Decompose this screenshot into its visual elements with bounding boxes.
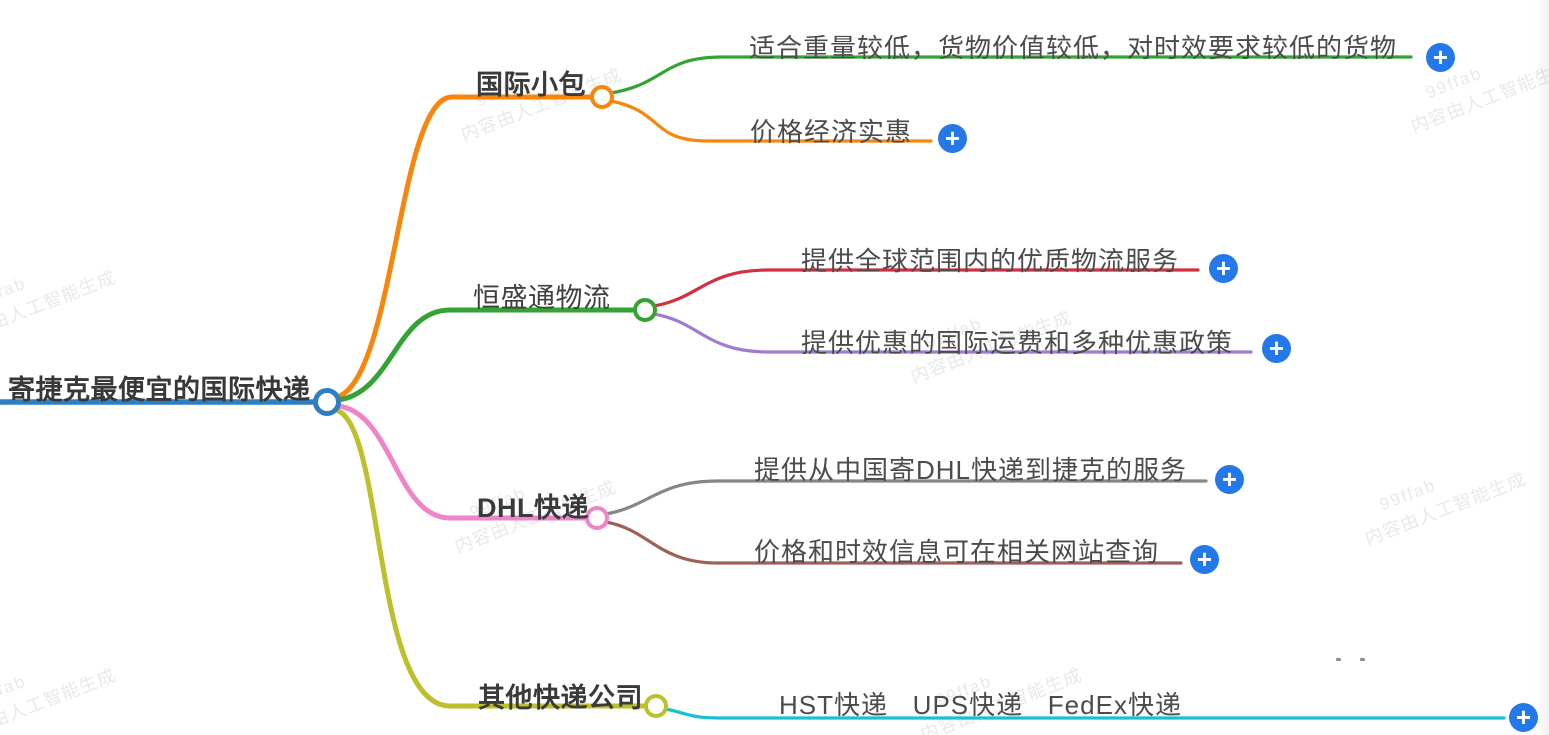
edge-branch-intl-small-packet [334, 94, 594, 400]
branch-handle-intl-small-packet[interactable] [590, 85, 614, 109]
plus-icon: + [1515, 701, 1532, 732]
branch-label-dhl[interactable]: DHL快递 [477, 493, 589, 523]
branch-handle-dhl[interactable] [585, 506, 609, 530]
note-price-time-info[interactable]: 价格和时效信息可在相关网站查询 [754, 537, 1160, 567]
add-child-button[interactable]: + [1426, 43, 1455, 72]
note-global-service[interactable]: 提供全球范围内的优质物流服务 [801, 246, 1180, 276]
note-other-courier-list[interactable]: HST快递 UPS快递 FedEx快递 [779, 690, 1182, 720]
edge-note-china-to-czech [604, 479, 1208, 516]
add-child-button[interactable]: + [1262, 334, 1291, 363]
edge-note-economical-price [609, 99, 933, 143]
edge-note-global-service [652, 268, 1200, 308]
root-node-handle[interactable] [313, 388, 341, 416]
edge-note-other-courier-list [664, 707, 1506, 720]
note-economical-price[interactable]: 价格经济实惠 [750, 117, 913, 147]
branch-handle-hengshengtong[interactable] [633, 298, 657, 322]
note-china-to-czech[interactable]: 提供从中国寄DHL快递到捷克的服务 [754, 455, 1188, 485]
artifact-dot [1360, 658, 1365, 661]
edge-note-price-time-info [604, 520, 1183, 565]
note-discount-policy[interactable]: 提供优惠的国际运费和多种优惠政策 [801, 328, 1234, 358]
add-child-button[interactable]: + [1190, 545, 1219, 574]
add-child-button[interactable]: + [1209, 254, 1238, 283]
plus-icon: + [1432, 41, 1449, 72]
branch-handle-other-couriers[interactable] [644, 694, 668, 718]
plus-icon: + [1196, 543, 1213, 574]
edge-branch-hengshengtong [335, 307, 637, 403]
edge-note-suitable-goods [609, 55, 1413, 95]
branch-label-intl-small-packet[interactable]: 国际小包 [476, 70, 586, 100]
add-child-button[interactable]: + [1509, 703, 1538, 732]
artifact-dot [1336, 658, 1341, 661]
branch-label-other-couriers[interactable]: 其他快递公司 [478, 683, 643, 713]
note-suitable-goods[interactable]: 适合重量较低，货物价值较低，对时效要求较低的货物 [749, 33, 1398, 63]
plus-icon: + [1215, 252, 1232, 283]
plus-icon: + [1268, 332, 1285, 363]
add-child-button[interactable]: + [938, 124, 967, 153]
edge-branch-other-couriers [333, 407, 648, 709]
edge-branch-dhl [335, 403, 589, 521]
plus-icon: + [1221, 463, 1238, 494]
add-child-button[interactable]: + [1215, 465, 1244, 494]
edge-note-discount-policy [652, 312, 1253, 354]
root-node-label[interactable]: 寄捷克最便宜的国际快递 [8, 375, 311, 405]
plus-icon: + [944, 122, 961, 153]
branch-label-hengshengtong[interactable]: 恒盛通物流 [473, 283, 611, 313]
